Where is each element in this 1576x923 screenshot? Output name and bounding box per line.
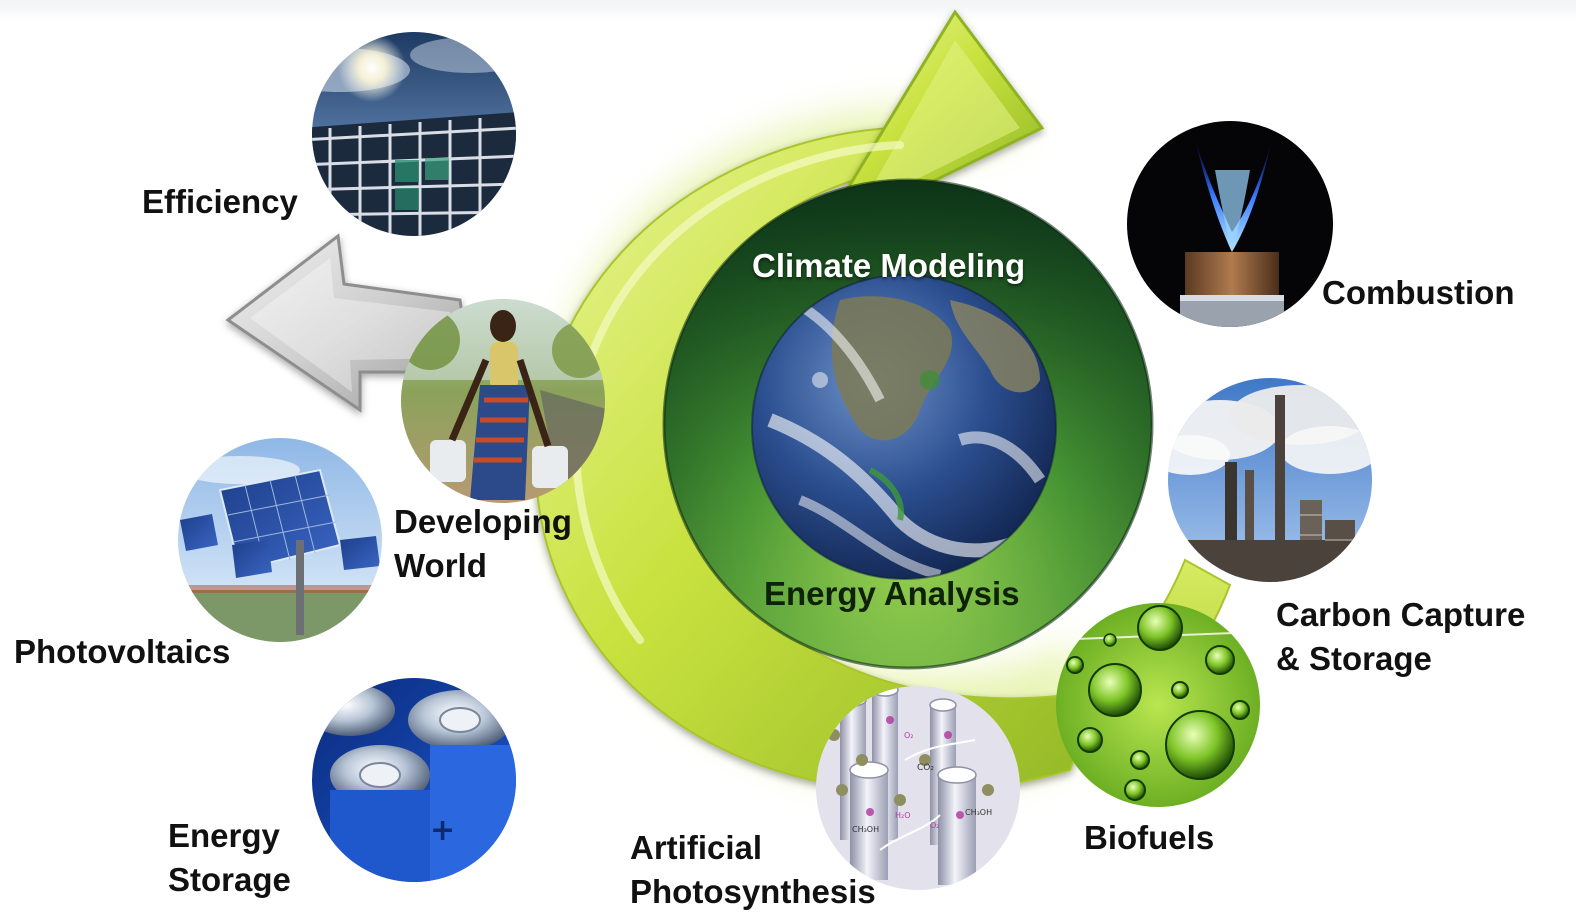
biofuels-photo [1056,603,1260,807]
molecule-label-co2: CO₂ [917,763,934,773]
molecule-label-ch3oh: CH₃OH [852,825,879,834]
artificial-photosynthesis-image: CO₂ CH₃OH CH₃OH H₂O O₂ O₂ [816,686,1020,890]
molecule-label-o2: O₂ [930,821,940,830]
label-efficiency: Efficiency [142,183,298,220]
label-combustion: Combustion [1322,274,1515,311]
svg-text:+: + [430,813,455,848]
label-artificial-photosynthesis: Artificial Photosynthesis [630,829,876,910]
molecule-label-o2: O₂ [904,731,914,740]
combustion-photo [1127,121,1333,327]
center-title: Climate Modeling [752,247,1026,284]
molecule-label-ch3oh: CH₃OH [965,808,992,817]
energy-storage-photo: + [312,678,516,882]
efficiency-photo [312,32,516,236]
label-energy-storage: Energy Storage [168,817,291,898]
carbon-capture-photo [1168,378,1372,582]
label-biofuels: Biofuels [1084,819,1215,856]
molecule-label-h2o: H₂O [895,811,911,820]
label-carbon-capture: Carbon Capture & Storage [1276,596,1526,677]
developing-world-photo [401,299,605,503]
label-developing-world: Developing World [394,503,572,584]
earth-globe-image [751,274,1057,580]
photovoltaics-photo [178,438,382,642]
center-subtitle: Energy Analysis [764,575,1020,612]
label-photovoltaics: Photovoltaics [14,633,231,670]
